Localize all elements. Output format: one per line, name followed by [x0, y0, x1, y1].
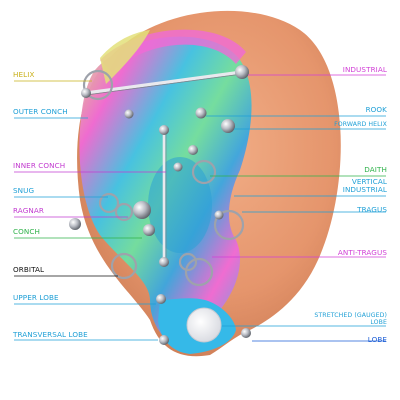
orbital-ring-right — [184, 257, 214, 287]
label-transversal-lobe: TRANSVERSAL LOBE — [13, 330, 88, 339]
label-outer-conch: OUTER CONCH — [13, 107, 68, 116]
outer-conch-bead — [124, 109, 134, 119]
inner-conch-bead-top — [159, 125, 169, 135]
upper-lobe-bead — [156, 294, 166, 304]
helix-ring — [82, 69, 114, 101]
label-inner-conch: INNER CONCH — [13, 161, 66, 170]
label-stretched-gauged-lobe: STRETCHED (GAUGED) LOBE — [314, 312, 387, 327]
tragus-ring — [213, 209, 245, 241]
ragnar-bead — [133, 201, 151, 219]
conch-bowl — [148, 157, 212, 253]
orbital-ring-left — [110, 252, 138, 280]
forward-helix-bead — [221, 119, 235, 133]
ragnar-ring — [114, 202, 134, 222]
snug-bead — [69, 218, 81, 230]
label-lobe: LOBE — [367, 335, 387, 344]
snug-ring — [98, 192, 120, 214]
label-conch: CONCH — [13, 227, 40, 236]
label-industrial: INDUSTRIAL — [342, 65, 387, 74]
label-anti-tragus: ANTI-TRAGUS — [337, 248, 387, 257]
label-tragus: TRAGUS — [357, 205, 387, 214]
inner-conch-bead — [173, 162, 183, 172]
industrial-bar-shadow — [85, 73, 243, 96]
rook-bead — [195, 107, 207, 119]
vertical-industrial-bead — [159, 257, 169, 267]
label-rook: ROOK — [365, 105, 387, 114]
label-orbital: ORBITAL — [13, 265, 45, 274]
label-snug: SNUG — [13, 186, 35, 195]
upper-yellow — [100, 30, 150, 84]
label-daith: DAITH — [364, 165, 387, 174]
label-forward-helix: FORWARD HELIX — [334, 121, 387, 128]
upper-lobe-ring — [178, 252, 198, 272]
label-ragnar: RAGNAR — [13, 206, 44, 215]
conch-bead — [143, 224, 155, 236]
label-helix: HELIX — [13, 70, 35, 79]
industrial-bead-right — [235, 65, 249, 79]
stretched-lobe-plug — [186, 307, 222, 343]
label-upper-lobe: UPPER LOBE — [13, 293, 59, 302]
label-vertical-industrial: VERTICAL INDUSTRIAL — [342, 177, 387, 195]
industrial-bead-left — [81, 88, 91, 98]
lobe-bead — [241, 328, 251, 338]
daith-ring — [191, 159, 217, 185]
transversal-lobe-bead — [159, 335, 169, 345]
daith-bead — [188, 145, 198, 155]
tragus-bead — [214, 210, 224, 220]
